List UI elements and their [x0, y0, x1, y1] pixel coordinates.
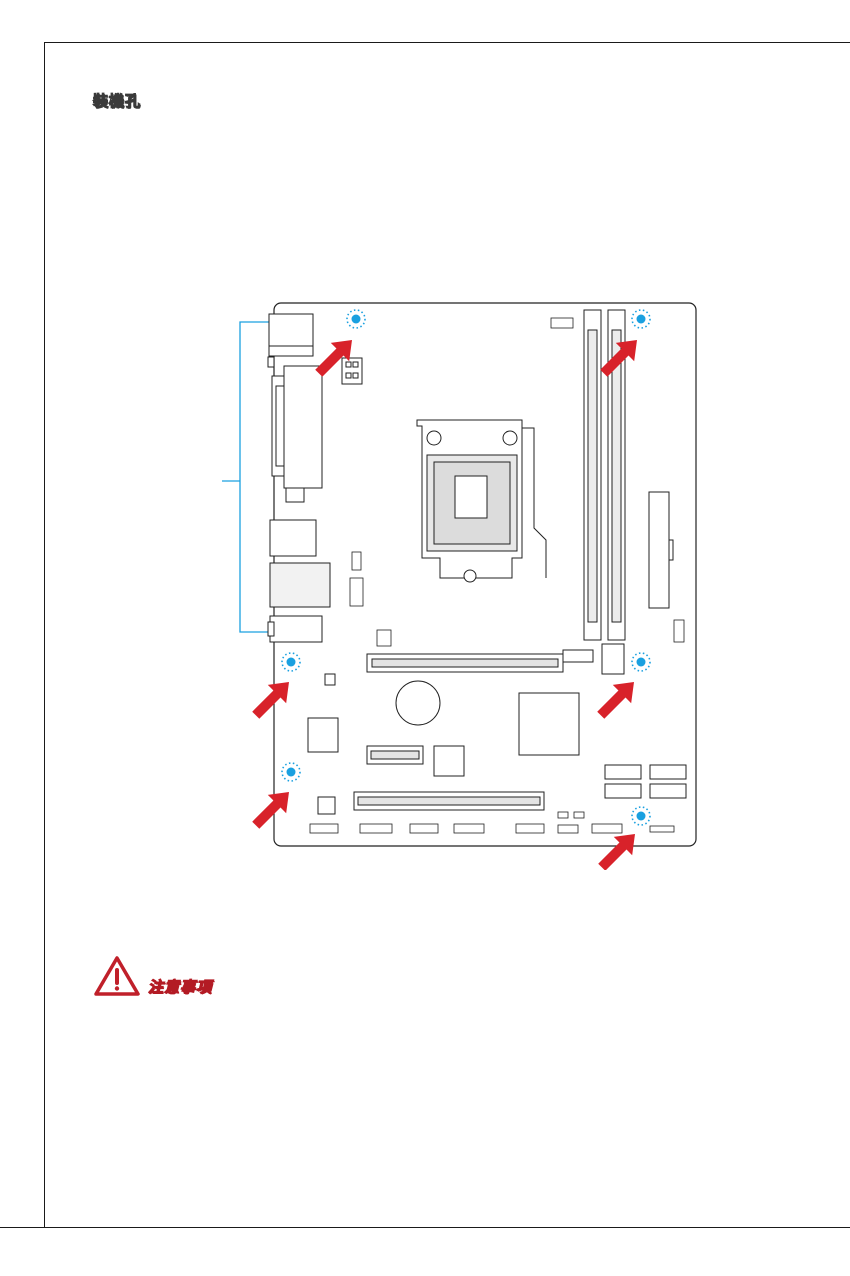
pcie-x1-slot	[367, 746, 423, 764]
warning-triangle-icon	[93, 955, 141, 997]
section-title: 裝機孔	[93, 90, 141, 111]
io-bracket	[222, 322, 270, 632]
pci-slot	[354, 792, 544, 810]
page-frame-bottom	[0, 1227, 850, 1228]
cpu-power-connector	[342, 358, 362, 384]
page-frame-left	[44, 42, 45, 1228]
atx-power-connector	[649, 492, 673, 608]
page-frame-top	[44, 42, 850, 43]
caution-title: 注意事項	[148, 976, 212, 997]
motherboard-diagram	[222, 300, 698, 870]
